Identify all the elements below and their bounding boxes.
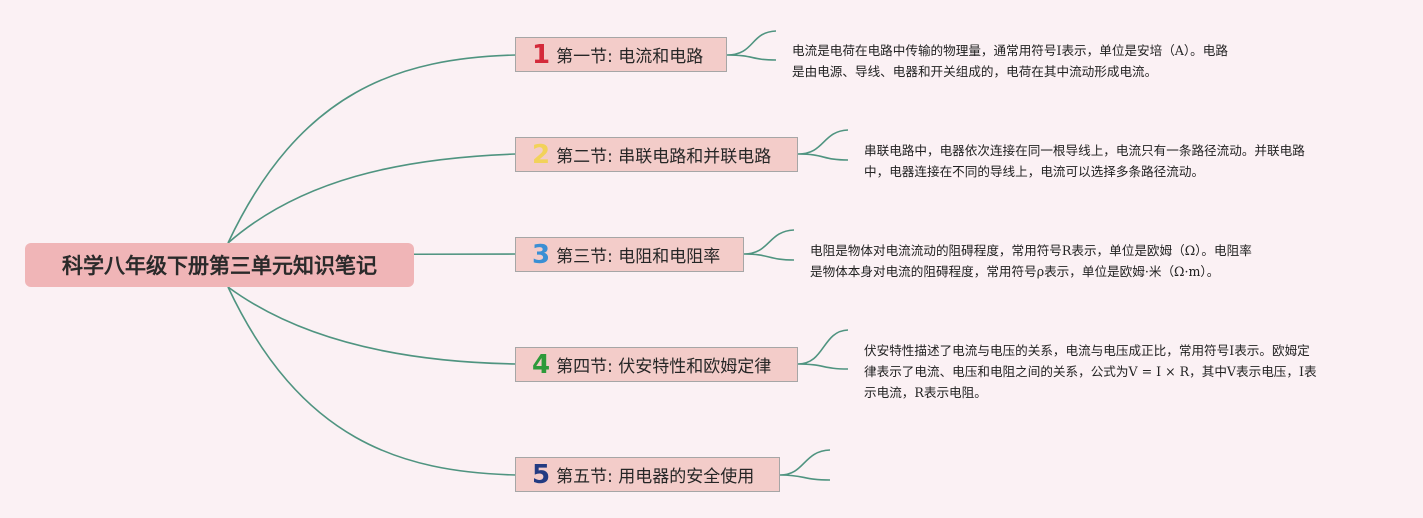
branch-label: 第三节: 电阻和电阻率 — [556, 247, 721, 267]
note-section-2: 串联电路中，电器依次连接在同一根导线上，电流只有一条路径流动。并联电路 中，电器… — [864, 140, 1374, 182]
number-5-icon: 5 — [532, 459, 551, 490]
connector-note-2 — [797, 129, 849, 161]
root-title: 科学八年级下册第三单元知识笔记 — [62, 254, 377, 278]
branch-label: 第四节: 伏安特性和欧姆定律 — [556, 357, 772, 377]
note-line: 伏安特性描述了电流与电压的关系，电流与电压成正比，常用符号I表示。欧姆定 — [864, 343, 1310, 358]
connector-root-1 — [227, 54, 517, 244]
branch-section-3[interactable]: 3 第三节: 电阻和电阻率 — [515, 237, 744, 272]
number-3-icon: 3 — [532, 239, 551, 270]
branch-section-4[interactable]: 4 第四节: 伏安特性和欧姆定律 — [515, 347, 798, 382]
branch-section-1[interactable]: 1 第一节: 电流和电路 — [515, 37, 727, 72]
note-line: 电阻是物体对电流流动的阻碍程度，常用符号R表示，单位是欧姆（Ω）。电阻率 — [810, 243, 1252, 258]
note-section-4: 伏安特性描述了电流与电压的关系，电流与电压成正比，常用符号I表示。欧姆定 律表示… — [864, 340, 1374, 403]
note-line: 串联电路中，电器依次连接在同一根导线上，电流只有一条路径流动。并联电路 — [864, 143, 1305, 158]
connector-root-2 — [227, 153, 517, 244]
number-4-icon: 4 — [532, 349, 551, 380]
connector-note-4 — [797, 329, 849, 370]
connector-note-5 — [779, 449, 831, 481]
note-section-1: 电流是电荷在电路中传输的物理量，通常用符号I表示，单位是安培（A）。电路 是由电… — [792, 40, 1292, 82]
connector-note-1 — [726, 30, 777, 61]
note-line: 是物体本身对电流的阻碍程度，常用符号ρ表示，单位是欧姆·米（Ω·m）。 — [810, 264, 1220, 279]
root-topic[interactable]: 科学八年级下册第三单元知识笔记 — [25, 243, 414, 287]
branch-label: 第一节: 电流和电路 — [556, 47, 704, 67]
branch-label: 第五节: 用电器的安全使用 — [556, 467, 755, 487]
branch-section-2[interactable]: 2 第二节: 串联电路和并联电路 — [515, 137, 798, 172]
note-line: 示电流，R表示电阻。 — [864, 385, 987, 400]
note-line: 是由电源、导线、电器和开关组成的，电荷在其中流动形成电流。 — [792, 64, 1158, 79]
branch-section-5[interactable]: 5 第五节: 用电器的安全使用 — [515, 457, 780, 492]
number-1-icon: 1 — [532, 39, 551, 70]
note-line: 中，电器连接在不同的导线上，电流可以选择多条路径流动。 — [864, 164, 1205, 179]
connector-note-3 — [743, 229, 795, 261]
connector-root-4 — [227, 286, 517, 365]
note-line: 律表示了电流、电压和电阻之间的关系，公式为V = I × R，其中V表示电压，I… — [864, 364, 1317, 379]
connector-root-5 — [227, 286, 517, 476]
note-line: 电流是电荷在电路中传输的物理量，通常用符号I表示，单位是安培（A）。电路 — [792, 43, 1228, 58]
note-section-3: 电阻是物体对电流流动的阻碍程度，常用符号R表示，单位是欧姆（Ω）。电阻率 是物体… — [810, 240, 1330, 282]
branch-label: 第二节: 串联电路和并联电路 — [556, 147, 772, 167]
number-2-icon: 2 — [532, 139, 551, 170]
